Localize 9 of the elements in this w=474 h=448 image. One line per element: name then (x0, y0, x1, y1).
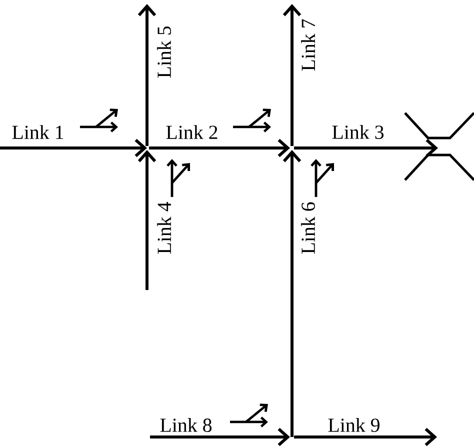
link-label: Link 4 (157, 202, 171, 254)
link-label: Link 9 (328, 418, 380, 432)
link-label: Link 5 (157, 26, 171, 78)
link-label: Link 2 (166, 125, 218, 139)
link-label: Link 3 (332, 124, 384, 139)
link-label: Link 8 (160, 418, 212, 432)
link-label: Link 7 (301, 19, 315, 71)
link-label: Link 1 (12, 125, 64, 139)
link-label: Link 6 (301, 202, 315, 254)
